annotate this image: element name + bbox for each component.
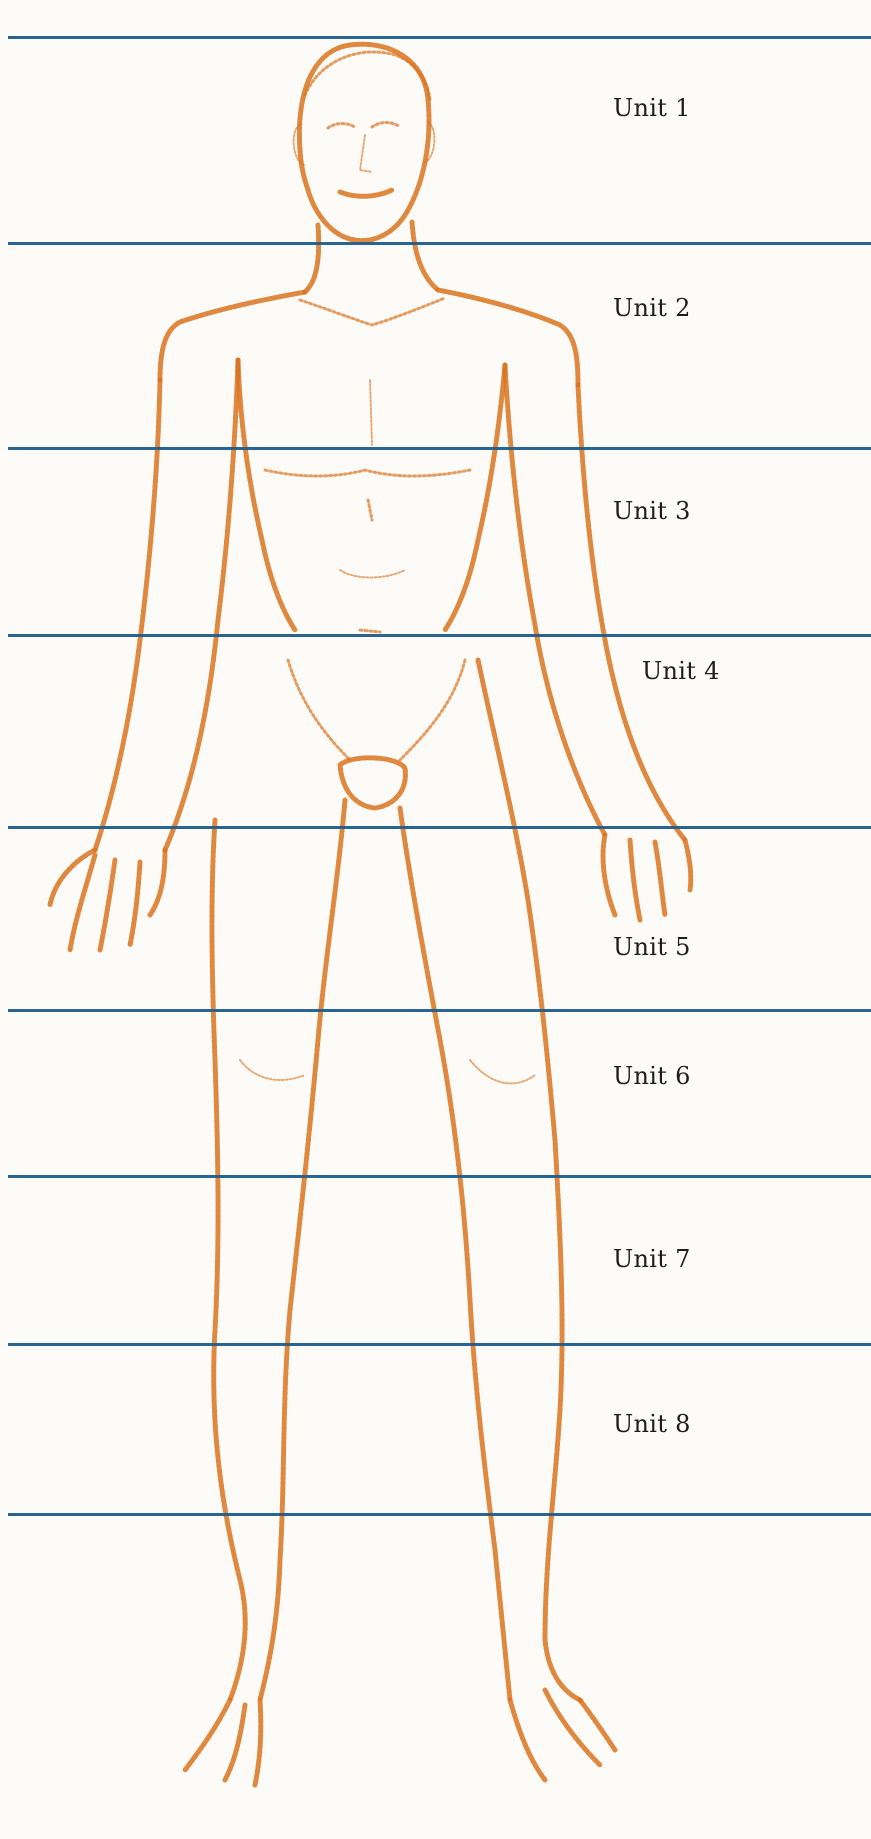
- left-leg-outer: [212, 820, 245, 1700]
- abdomen: [340, 570, 405, 578]
- guide-line-1-2: [8, 242, 871, 245]
- left-torso: [238, 360, 295, 630]
- groin: [340, 758, 405, 808]
- guide-line-2-3: [8, 447, 871, 450]
- right-leg-inner: [400, 808, 510, 1700]
- left-foot: [185, 1700, 261, 1785]
- unit-2-label: Unit 2: [613, 294, 691, 322]
- left-hip: [288, 660, 350, 760]
- unit-5-label: Unit 5: [613, 933, 691, 961]
- sternum: [370, 380, 372, 445]
- guide-line-top: [8, 36, 871, 39]
- right-shoulder: [438, 290, 578, 385]
- right-hand: [603, 835, 691, 920]
- left-arm-inner: [165, 360, 238, 850]
- right-foot: [510, 1690, 615, 1780]
- right-knee: [470, 1060, 535, 1083]
- neck-left: [305, 225, 319, 292]
- sketch-strokes: [50, 44, 691, 1785]
- waist: [360, 630, 380, 632]
- nose: [360, 135, 372, 172]
- guide-line-4-5: [8, 826, 871, 829]
- right-hip: [400, 660, 465, 760]
- unit-7-label: Unit 7: [613, 1245, 691, 1273]
- chest-line: [265, 470, 470, 476]
- unit-6-label: Unit 6: [613, 1062, 691, 1090]
- right-torso: [445, 365, 505, 630]
- left-leg-inner: [260, 800, 345, 1700]
- guide-line-6-7: [8, 1175, 871, 1178]
- navel: [368, 500, 372, 520]
- mouth: [340, 190, 392, 196]
- guide-line-7-8: [8, 1343, 871, 1346]
- left-eye: [328, 124, 356, 129]
- unit-3-label: Unit 3: [613, 497, 691, 525]
- guide-line-bottom: [8, 1513, 871, 1516]
- left-hand: [50, 850, 165, 950]
- right-arm-inner: [505, 365, 605, 835]
- unit-8-label: Unit 8: [613, 1410, 691, 1438]
- right-eye: [372, 123, 400, 128]
- collar: [300, 298, 445, 325]
- guide-line-3-4: [8, 634, 871, 637]
- unit-4-label: Unit 4: [642, 657, 720, 685]
- neck-right: [412, 222, 438, 290]
- guide-line-5-6: [8, 1009, 871, 1012]
- left-shoulder: [160, 292, 305, 380]
- left-knee: [240, 1060, 305, 1080]
- left-arm-outer: [95, 380, 160, 850]
- unit-1-label: Unit 1: [613, 94, 691, 122]
- right-arm-outer: [578, 385, 685, 840]
